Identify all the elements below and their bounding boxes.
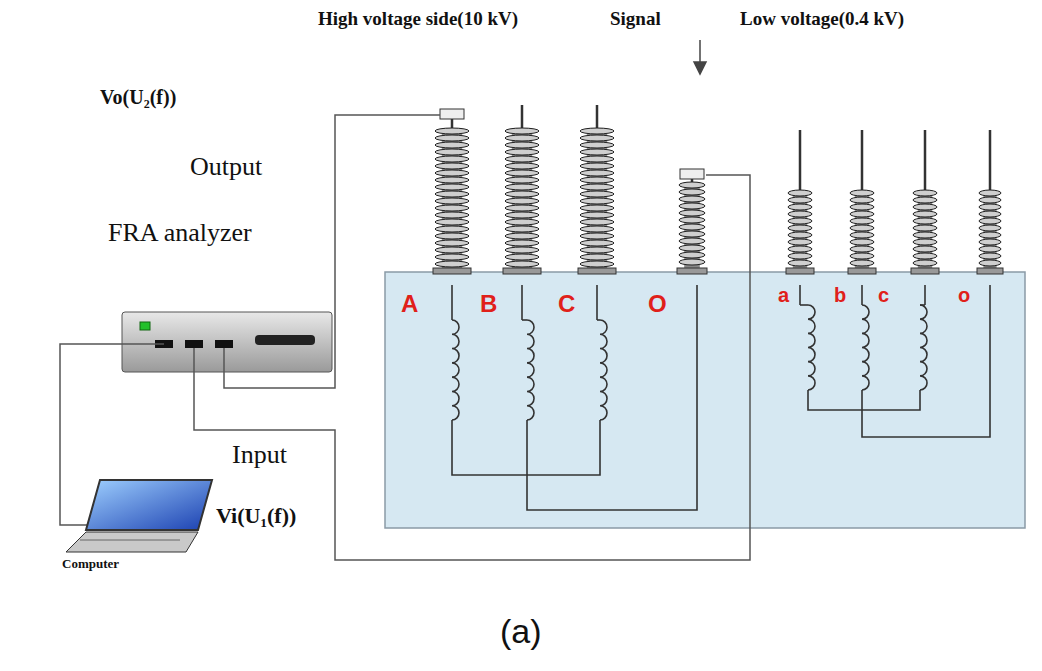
signal-name: Vi(U₁(f)) (216, 503, 296, 528)
terminal-label: O (648, 290, 667, 318)
terminal-label: b (834, 284, 846, 307)
terminal-label: c (878, 284, 889, 307)
windings (452, 305, 927, 420)
side-heading: High voltage side(10 kV) (318, 8, 518, 30)
test-leads (60, 115, 750, 560)
terminal-label: C (558, 290, 575, 318)
fra-analyzer (122, 312, 332, 372)
device-label: Computer (62, 557, 119, 572)
side-heading: Low voltage(0.4 kV) (740, 8, 904, 30)
terminal-label: A (401, 290, 418, 318)
transformer-tank (385, 272, 1025, 528)
signal-name: Vo(U₂(f)) (100, 86, 176, 109)
star-connections (452, 285, 990, 510)
laptop (66, 480, 212, 552)
signal-label: Signal (610, 8, 661, 30)
port-label: Input (232, 440, 287, 470)
terminal-label: a (778, 284, 789, 307)
device-label: FRA analyzer (108, 218, 252, 248)
terminal-label: B (480, 290, 497, 318)
figure-caption: (a) (500, 612, 542, 651)
terminal-label: o (958, 284, 970, 307)
signal-arrow (694, 40, 706, 74)
port-label: Output (190, 152, 262, 182)
bushings (433, 105, 1003, 274)
